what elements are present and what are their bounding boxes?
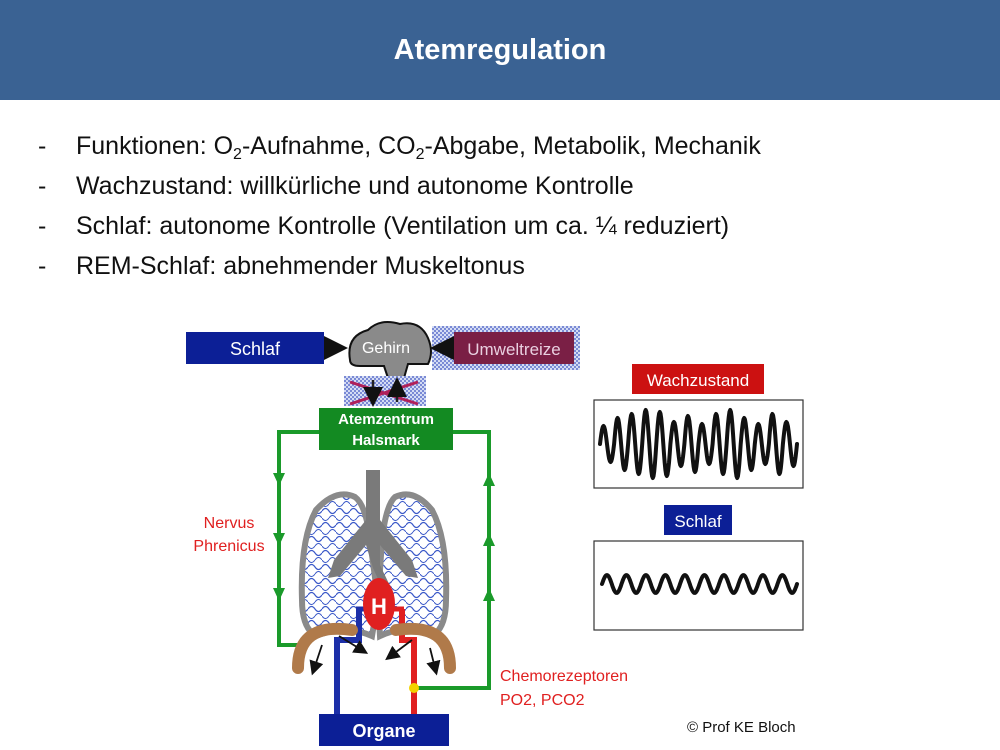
brain-shape: [348, 321, 432, 379]
bullet-item: - REM-Schlaf: abnehmender Muskeltonus: [38, 248, 761, 288]
trachea: [328, 470, 418, 592]
atemzentrum-label-2: Halsmark: [352, 432, 420, 449]
copyright-credit: © Prof KE Bloch: [687, 719, 796, 736]
schlaf-box-label: Schlaf: [230, 339, 281, 359]
bullet-dash: -: [38, 252, 47, 280]
subscript: 2: [415, 146, 425, 163]
bullet-dash: -: [38, 172, 47, 200]
gehirn-label: Gehirn: [362, 340, 410, 357]
nervus-label-1: Nervus: [204, 515, 255, 532]
umweltreize-label: Umweltreize: [467, 340, 561, 359]
bullet-text: REM-Schlaf: abnehmender Muskeltonus: [76, 252, 525, 280]
bullet-text: Funktionen: O: [76, 132, 234, 160]
chemo-label-2: PO2, PCO2: [500, 692, 585, 709]
subscript: 2: [233, 146, 242, 163]
bullet-text: -Abgabe, Metabolik, Mechanik: [424, 132, 761, 160]
chemoreceptor-dot: [409, 683, 419, 693]
bullet-item: -Funktionen: O2-Aufnahme, CO2-Abgabe, Me…: [38, 128, 761, 168]
diaphragm-right: [390, 622, 456, 674]
nervus-label-2: Phrenicus: [193, 538, 264, 555]
organe-label: Organe: [352, 721, 415, 741]
schlaf-box: [186, 332, 324, 364]
bullet-item: - Schlaf: autonome Kontrolle (Ventilation…: [38, 208, 761, 248]
page-title: Atemregulation: [393, 33, 607, 66]
chemo-label-1: Chemorezeptoren: [500, 668, 628, 685]
schlaf-wave-label-box: [664, 505, 732, 535]
wachzustand-label: Wachzustand: [647, 371, 749, 390]
schlaf-wave-label: Schlaf: [674, 512, 722, 531]
diaphragm-left: [292, 622, 358, 674]
bullet-dash: -: [38, 212, 47, 240]
bullet-dash: -: [38, 132, 47, 160]
heart-label: H: [371, 594, 387, 619]
feedback-pathway: [414, 430, 491, 690]
bullet-list: -Funktionen: O2-Aufnahme, CO2-Abgabe, Me…: [38, 128, 761, 288]
bullet-text: Schlaf: autonome Kontrolle (Ventilation …: [76, 212, 730, 240]
atemzentrum-box: [319, 408, 453, 450]
venous-vessel: [334, 609, 362, 718]
title-bar: Atemregulation: [0, 0, 1000, 100]
bullet-text: Wachzustand: willkürliche und autonome K…: [76, 172, 634, 200]
wachzustand-wave: [598, 408, 799, 480]
heart: [363, 578, 395, 630]
organe-box: [319, 714, 449, 746]
bullet-item: - Wachzustand: willkürliche und autonome …: [38, 168, 761, 208]
atemzentrum-label-1: Atemzentrum: [338, 411, 434, 428]
wachzustand-label-box: [632, 364, 764, 394]
bullet-text: -Aufnahme, CO: [241, 132, 416, 160]
schlaf-wave: [600, 573, 799, 595]
